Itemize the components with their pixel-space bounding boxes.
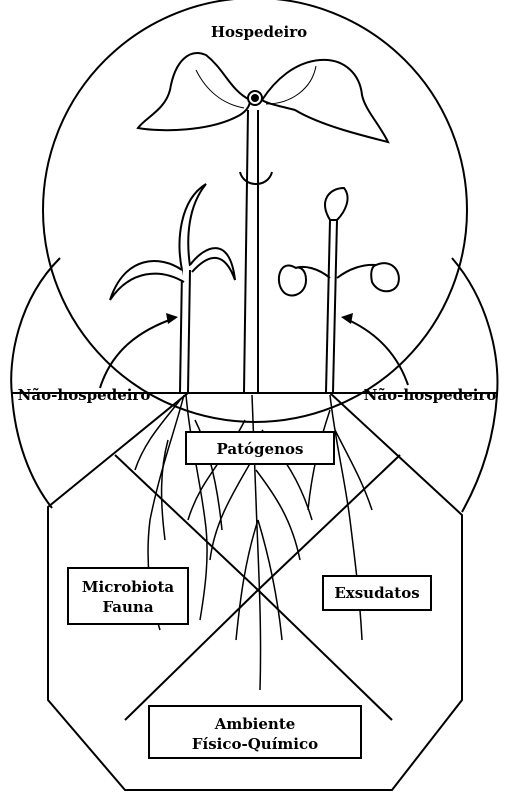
host-circle	[43, 0, 467, 422]
host-plant-illustration	[138, 53, 388, 392]
non-host-left-label: Não-hospedeiro	[18, 386, 151, 404]
arrow-right-to-plant	[341, 313, 408, 385]
environment-label: Ambiente	[214, 715, 296, 733]
physical-chemical-label: Físico-Químico	[192, 735, 318, 753]
non-host-right-plant-illustration	[279, 188, 399, 392]
microbiota-label: Microbiota	[82, 578, 174, 596]
non-host-left-circle	[11, 258, 60, 508]
fauna-label: Fauna	[102, 598, 153, 616]
non-host-left-plant-illustration	[110, 184, 235, 392]
divider-upper-right	[258, 455, 400, 590]
non-host-right-circle	[452, 258, 497, 512]
non-host-right-label: Não-hospedeiro	[364, 386, 497, 404]
exudates-label: Exsudatos	[334, 584, 419, 602]
arrow-left-to-plant	[100, 313, 178, 388]
host-label: Hospedeiro	[211, 23, 307, 41]
pathogens-label: Patógenos	[217, 440, 304, 458]
